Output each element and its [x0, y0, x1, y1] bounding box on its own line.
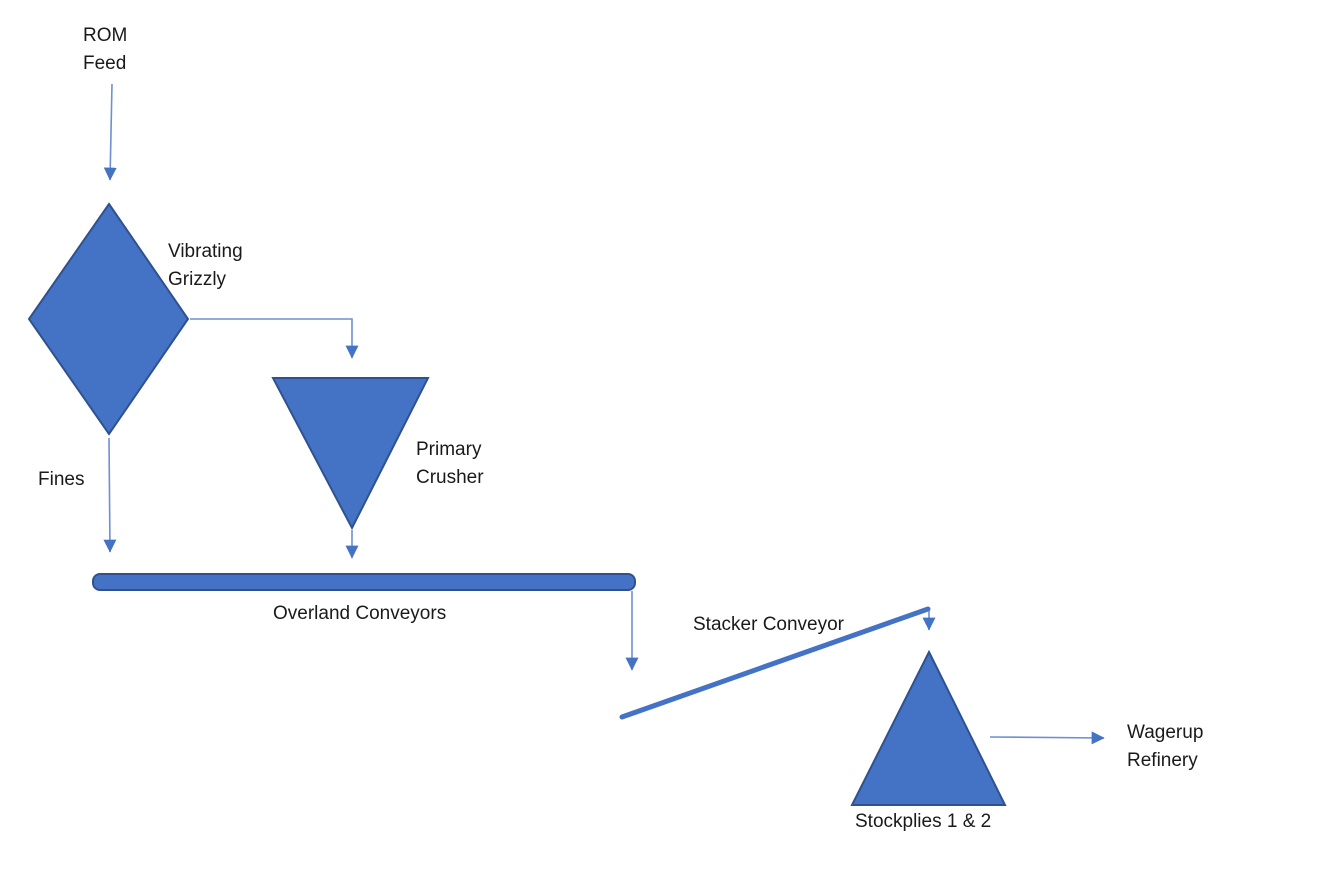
rom-feed-label: ROM Feed — [83, 25, 128, 74]
primary-crusher-label: Primary Crusher — [416, 439, 484, 488]
vibrating-grizzly-label: Vibrating Grizzly — [168, 241, 243, 290]
stockpiles-label: Stockplies 1 & 2 — [855, 811, 992, 832]
stockpiles-triangle — [850, 649, 1007, 806]
overland-conveyors-label: Overland Conveyors — [273, 603, 447, 624]
stacker-conveyor-label: Stacker Conveyor — [693, 614, 845, 635]
fines-label: Fines — [38, 469, 85, 490]
arrow-rom-feed-to-grizzly — [103, 83, 117, 181]
vibrating-grizzly-diamond — [27, 202, 190, 436]
arrow-stockpile-to-refinery — [989, 731, 1105, 745]
stacker-conveyor-line — [619, 606, 931, 720]
primary-crusher-triangle — [271, 377, 430, 531]
wagerup-refinery-label: Wagerup Refinery — [1127, 722, 1204, 771]
arrow-grizzly-to-crusher — [190, 318, 359, 359]
arrow-fines-to-conveyor — [103, 437, 117, 553]
overland-conveyors-bar — [92, 573, 636, 591]
